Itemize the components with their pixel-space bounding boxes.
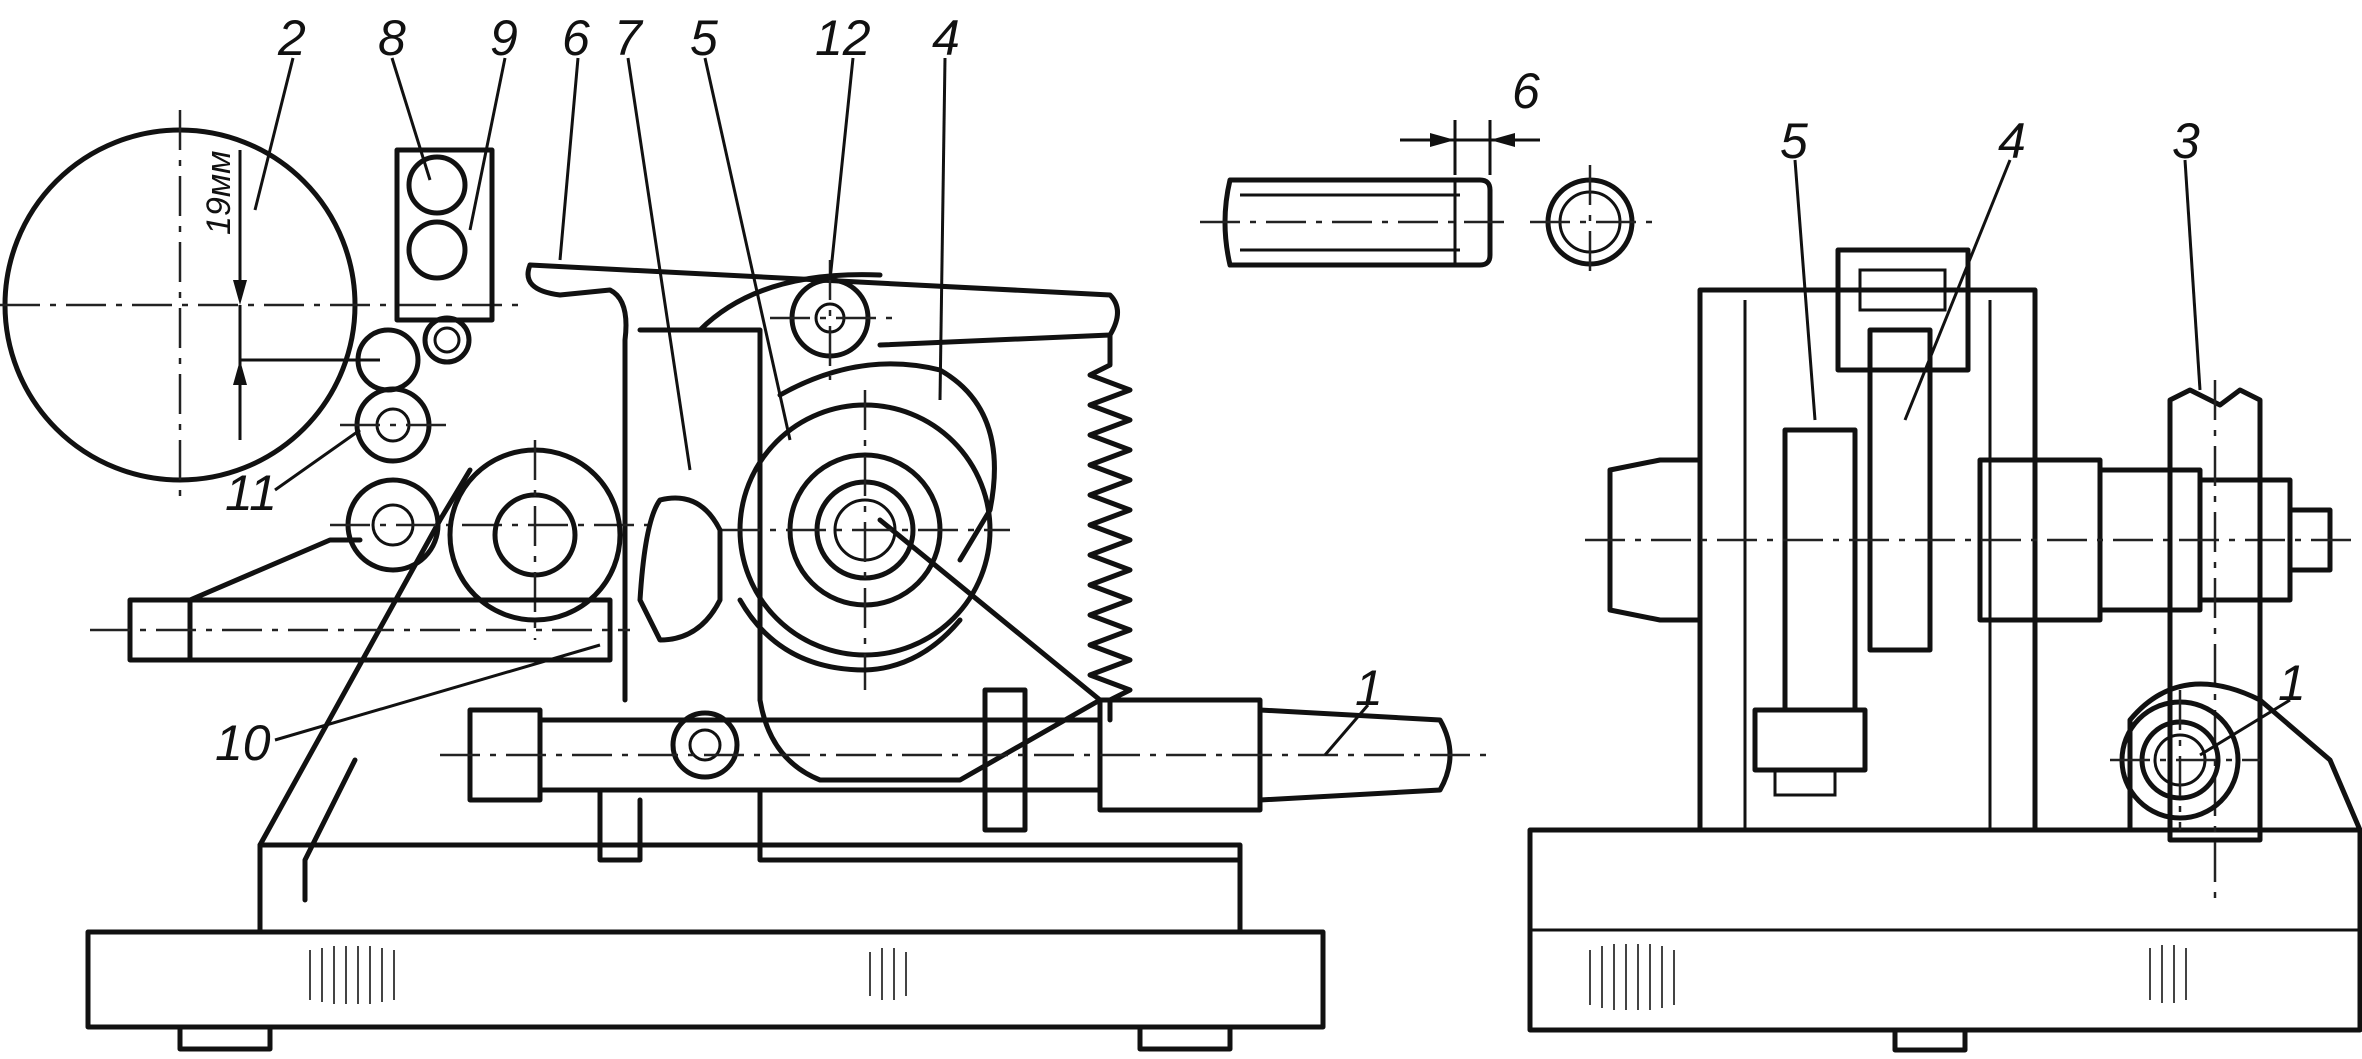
label-2: 2 [277,10,306,66]
label-12: 12 [815,10,871,66]
label-4-end: 4 [1998,113,2026,169]
disk-5 [1782,427,1858,713]
housing-lower [757,697,1103,783]
label-6: 6 [562,10,590,66]
post-3 [2167,387,2263,843]
incline-right [877,517,1103,703]
label-5-end: 5 [1780,113,1808,169]
label-9: 9 [490,10,518,66]
base-hatch [309,946,907,1004]
base-hatch-end [1589,944,2187,1010]
leader-lines [253,57,2291,757]
hub-left [1607,457,1703,623]
lever-body [525,262,629,703]
side-view: 19мм [0,110,1490,1052]
pin-detail [1200,120,1655,280]
shaft-1-end [1257,707,1453,803]
label-3-end: 3 [2172,113,2200,169]
crank-4 [1867,327,1933,653]
label-1-end: 1 [2278,655,2306,711]
callout-labels: 2 8 9 6 7 5 12 4 11 10 1 6 5 4 3 1 [215,10,2306,771]
label-4: 4 [932,10,960,66]
base-foot [1137,1024,1233,1052]
dimension-19mm: 19мм [200,151,238,235]
frame-inner-left [302,757,358,903]
end-view [1527,247,2362,1053]
label-1-side: 1 [1355,660,1383,716]
label-7: 7 [614,10,644,66]
link-7 [637,495,723,643]
label-10: 10 [215,715,271,771]
eccentric-guard [737,597,963,673]
label-5: 5 [690,10,718,66]
label-8: 8 [378,10,406,66]
label-11: 11 [225,465,277,521]
base-foot [177,1024,273,1052]
housing [637,327,763,703]
collar [670,710,740,780]
tension-spring [1087,332,1133,723]
frame-lower [257,842,1243,935]
spring-anchor [982,687,1028,833]
label-6-detail: 6 [1512,63,1540,119]
top-block [1835,247,1971,373]
base-plate [85,929,1326,1030]
